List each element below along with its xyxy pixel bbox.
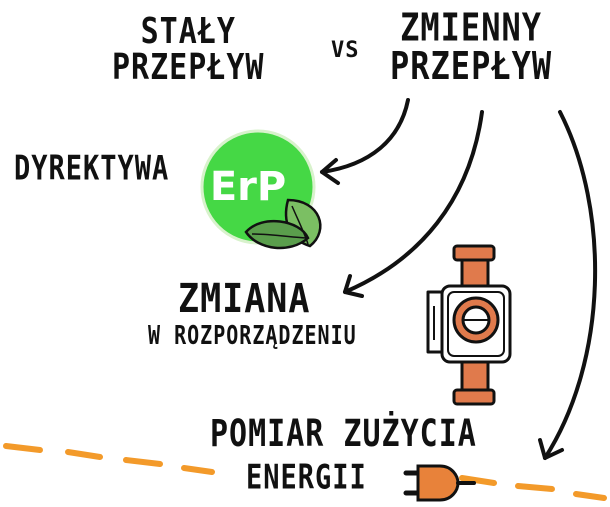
title-constant-flow-line1: STAŁY xyxy=(140,10,236,53)
title-variable-flow-line2: PRZEPŁYW xyxy=(390,42,553,89)
energy-measurement-subtitle: ENERGII xyxy=(246,458,367,498)
erp-badge-label: ErP xyxy=(210,164,286,210)
title-constant-flow: STAŁY PRZEPŁYW xyxy=(112,10,265,89)
title-variable-flow: ZMIENNY PRZEPŁYW xyxy=(390,8,552,85)
directive-label: DYREKTYWA xyxy=(14,149,170,189)
energy-measurement-title: POMIAR ZUŻYCIA xyxy=(210,412,477,456)
dashed-line xyxy=(3,443,607,501)
arrow-to-measurement xyxy=(543,110,598,460)
versus-label: VS xyxy=(331,38,360,63)
arrow-to-directive-head xyxy=(320,158,340,185)
regulation-change-title: ZMIANA xyxy=(178,276,311,323)
arrow-to-regulation-head xyxy=(343,274,364,298)
title-constant-flow-line2: PRZEPŁYW xyxy=(112,46,265,89)
arrow-to-measurement-head xyxy=(538,438,564,460)
leaf-icon xyxy=(244,198,322,250)
title-variable-flow-line1: ZMIENNY xyxy=(400,4,542,50)
pump-icon xyxy=(426,244,512,406)
arrow-to-regulation xyxy=(343,110,484,294)
arrows xyxy=(320,98,598,460)
regulation-change-subtitle: W ROZPORZĄDZENIU xyxy=(148,319,357,351)
plug-icon xyxy=(403,464,476,502)
arrow-to-directive xyxy=(320,98,410,174)
